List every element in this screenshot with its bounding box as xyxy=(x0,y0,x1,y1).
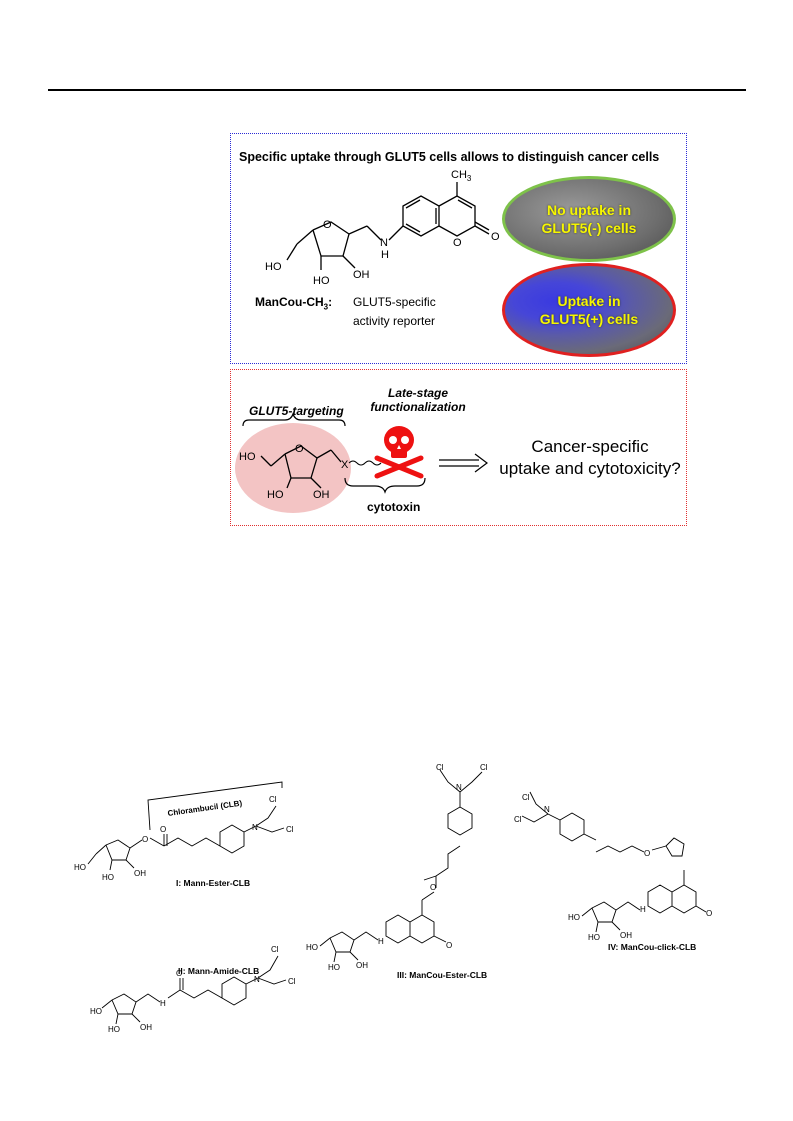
o-3: O xyxy=(430,883,436,892)
clb-bracket-label: Chlorambucil (CLB) xyxy=(167,799,243,818)
cl-1a: Cl xyxy=(269,795,277,804)
atom-ho-1: HO xyxy=(265,261,282,273)
atom-h: H xyxy=(381,249,389,261)
strategy-ho-2: HO xyxy=(267,489,284,501)
ho-1b: HO xyxy=(102,873,114,882)
o-1b: O xyxy=(160,825,166,834)
n-4: N xyxy=(544,805,550,814)
ho-2b: HO xyxy=(108,1025,120,1034)
header-rule xyxy=(48,89,746,91)
cl-1b: Cl xyxy=(286,825,294,834)
atom-ch3: CH3 xyxy=(451,169,472,183)
ho-2a: HO xyxy=(90,1007,102,1016)
o-4b: O xyxy=(706,909,712,918)
compound-name: ManCou-CH3: xyxy=(255,295,333,312)
n-3: N xyxy=(456,783,462,792)
atom-n: N xyxy=(380,237,388,249)
cl-3b: Cl xyxy=(480,763,488,772)
clb-conjugates: Chlorambucil (CLB) Cl Cl N O O HO HO OH … xyxy=(74,763,712,1034)
caption-IV: IV: ManCou-click-CLB xyxy=(608,942,697,952)
atom-oh: OH xyxy=(353,269,370,281)
oh-2: OH xyxy=(140,1023,152,1032)
desc-line2: activity reporter xyxy=(353,314,436,328)
strategy-ring-o: O xyxy=(295,443,304,455)
cytotoxin-label: cytotoxin xyxy=(367,500,421,514)
oh-4: OH xyxy=(620,931,632,940)
ho-4a: HO xyxy=(568,913,580,922)
ho-4b: HO xyxy=(588,933,600,942)
atom-x: X xyxy=(341,459,349,471)
mancou-structure: O HO HO OH N H O O CH3 xyxy=(265,169,500,287)
o-1: O xyxy=(142,835,148,844)
o-4: O xyxy=(644,849,650,858)
targeting-label: GLUT5-targeting xyxy=(249,404,344,418)
atom-o-carbonyl: O xyxy=(491,231,500,243)
ring-oxygen: O xyxy=(323,219,332,231)
ho-3b: HO xyxy=(328,963,340,972)
cl-3a: Cl xyxy=(436,763,444,772)
nh-4: H xyxy=(640,905,646,914)
uptake-panel: Specific uptake through GLUT5 cells allo… xyxy=(230,133,687,364)
oh-3: OH xyxy=(356,961,368,970)
nh-3: H xyxy=(378,937,384,946)
ho-3a: HO xyxy=(306,943,318,952)
cl-4a: Cl xyxy=(522,793,530,802)
n-1: N xyxy=(252,823,258,832)
caption-I: I: Mann-Ester-CLB xyxy=(176,878,251,888)
cl-2a: Cl xyxy=(271,945,279,954)
atom-ho-2: HO xyxy=(313,275,330,287)
sugar-highlight xyxy=(235,423,351,513)
ho-1a: HO xyxy=(74,863,86,872)
cl-4b: Cl xyxy=(514,815,522,824)
caption-II: II: Mann-Amide-CLB xyxy=(178,966,260,976)
strategy-oh: OH xyxy=(313,489,330,501)
caption-III: III: ManCou-Ester-CLB xyxy=(397,970,488,980)
cl-2b: Cl xyxy=(288,977,296,986)
uptake-heading: Specific uptake through GLUT5 cells allo… xyxy=(239,150,660,164)
oh-1: OH xyxy=(134,869,146,878)
atom-o-ring: O xyxy=(453,237,462,249)
arrow-icon xyxy=(439,453,488,473)
n-2: N xyxy=(254,975,260,984)
strategy-ho-1: HO xyxy=(239,451,256,463)
o-3b: O xyxy=(446,941,452,950)
strategy-diagram: O HO HO OH X xyxy=(235,412,488,513)
skull-icon xyxy=(374,426,424,479)
nh-2: H xyxy=(160,999,166,1008)
o-2: O xyxy=(176,969,182,978)
desc-line1: GLUT5-specific xyxy=(353,295,436,309)
